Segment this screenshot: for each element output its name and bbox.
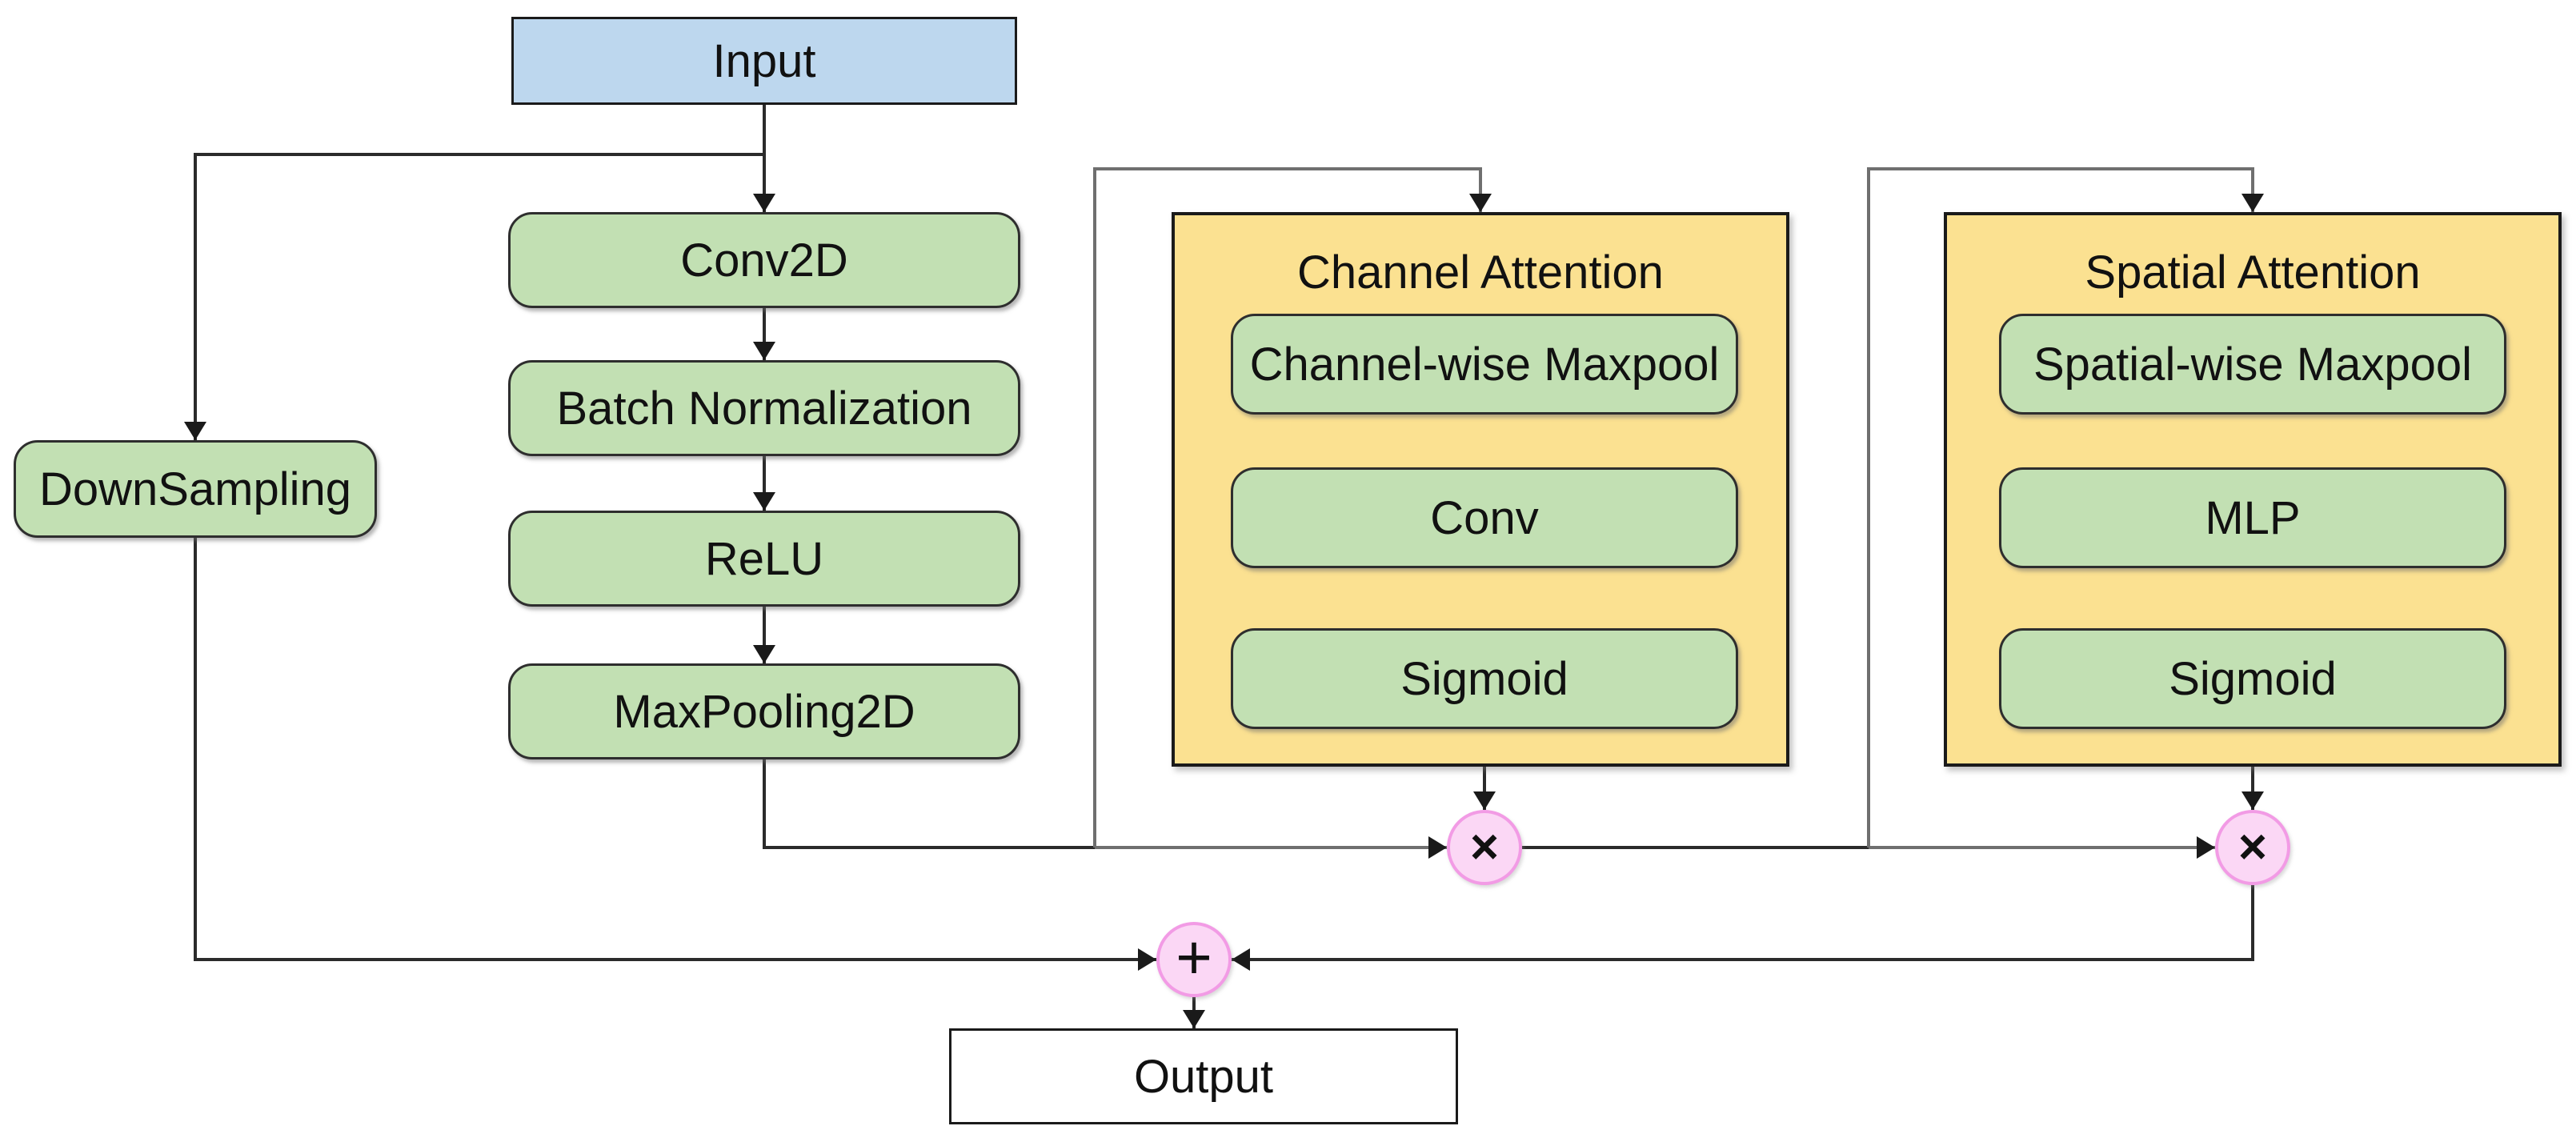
arrowhead-into-mult1-top xyxy=(1473,791,1496,810)
connector-feature-line-4 xyxy=(1869,846,2215,849)
connector-batchnorm-relu xyxy=(763,456,766,511)
connector-feature-line-3 xyxy=(1522,846,1869,849)
maxpooling2d-node: MaxPooling2D xyxy=(508,663,1020,759)
connector-conv-batchnorm xyxy=(763,308,766,360)
conv2d-node: Conv2D xyxy=(508,212,1020,308)
spatial-multiply-operator: × xyxy=(2215,810,2290,885)
multiply-icon: × xyxy=(2237,819,2268,875)
arrowhead-into-mult2-left xyxy=(2197,836,2215,859)
arrowhead-into-spatial-attention xyxy=(2241,194,2264,212)
output-node: Output xyxy=(949,1028,1458,1124)
arrowhead-into-downsampling xyxy=(184,422,206,440)
connector-maxpool-down xyxy=(763,759,766,849)
relu-node: ReLU xyxy=(508,511,1020,607)
connector-branch-left-vertical xyxy=(194,153,197,440)
connector-downsampling-add xyxy=(195,958,1156,961)
arrowhead-into-mult2-top xyxy=(2241,791,2264,810)
spatial-sigmoid-node: Sigmoid xyxy=(1999,628,2506,729)
connector-feature-line-2 xyxy=(1095,846,1447,849)
batch-normalization-node: Batch Normalization xyxy=(508,360,1020,456)
arrowhead-into-relu xyxy=(753,492,775,511)
multiply-icon: × xyxy=(1469,819,1500,875)
connector-spatial-branch-horizontal xyxy=(1867,167,2253,170)
arrowhead-into-add-right xyxy=(1232,948,1250,971)
connector-channel-sigmoid-mult xyxy=(1483,729,1486,810)
arrowhead-into-conv xyxy=(753,194,775,212)
connector-spatial-sigmoid-mult xyxy=(2251,729,2254,810)
arrowhead-into-batchnorm xyxy=(753,342,775,360)
connector-channel-entry xyxy=(1479,167,1482,212)
arrowhead-into-output xyxy=(1183,1010,1205,1028)
spatial-attention-title: Spatial Attention xyxy=(2085,246,2421,299)
arrowhead-into-channel-attention xyxy=(1469,194,1492,212)
channel-attention-title: Channel Attention xyxy=(1297,246,1664,299)
channel-wise-maxpool-node: Channel-wise Maxpool xyxy=(1231,314,1738,415)
channel-conv-node: Conv xyxy=(1231,467,1738,568)
connector-mult2-add xyxy=(1232,958,2253,961)
connector-channel-branch-vertical xyxy=(1093,169,1096,847)
connector-spatial-entry xyxy=(2251,167,2254,212)
arrowhead-into-add-left xyxy=(1138,948,1156,971)
spatial-wise-maxpool-node: Spatial-wise Maxpool xyxy=(1999,314,2506,415)
connector-spatial-branch-vertical xyxy=(1867,169,1870,847)
connector-input-conv xyxy=(763,105,766,212)
add-operator: + xyxy=(1156,922,1232,997)
spatial-mlp-node: MLP xyxy=(1999,467,2506,568)
channel-multiply-operator: × xyxy=(1447,810,1522,885)
connector-downsampling-down xyxy=(194,538,197,961)
arrowhead-into-maxpool xyxy=(753,645,775,663)
connector-feature-line-1 xyxy=(764,846,1095,849)
connector-relu-maxpool xyxy=(763,607,766,663)
connector-channel-branch-horizontal xyxy=(1093,167,1480,170)
downsampling-node: DownSampling xyxy=(14,440,377,538)
input-node: Input xyxy=(511,17,1017,105)
connector-mult2-down xyxy=(2251,885,2254,961)
channel-sigmoid-node: Sigmoid xyxy=(1231,628,1738,729)
connector-branch-left-horizontal xyxy=(195,153,766,156)
arrowhead-into-mult1-left xyxy=(1428,836,1447,859)
plus-icon: + xyxy=(1176,922,1212,992)
